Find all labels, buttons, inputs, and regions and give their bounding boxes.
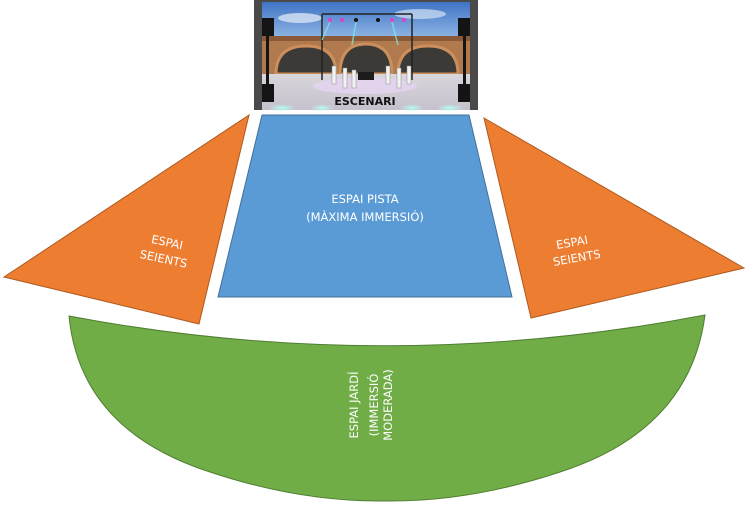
floor-glow bbox=[268, 104, 296, 112]
zone-pista-shape[interactable] bbox=[217, 114, 513, 298]
building-cornice bbox=[262, 36, 470, 41]
lighting-truss bbox=[321, 13, 413, 80]
drum-kit bbox=[358, 72, 374, 80]
zone-jardi-shape[interactable] bbox=[68, 314, 706, 502]
zone-pista[interactable]: ESPAI PISTA (MÀXIMA IMMERSIÓ) bbox=[217, 114, 513, 298]
floor-glow bbox=[436, 104, 464, 112]
speaker-left bbox=[262, 18, 274, 102]
zone-jardi[interactable]: ESPAI JARDÍ (IMMERSIÓ MODERADA) bbox=[68, 314, 706, 502]
zone-seients-left-shape[interactable] bbox=[2, 113, 250, 325]
zone-pista-label-line1: ESPAI PISTA bbox=[331, 192, 398, 206]
zone-pista-label-line2: (MÀXIMA IMMERSIÓ) bbox=[306, 209, 424, 224]
stage-light-pool bbox=[313, 78, 417, 94]
speaker-right bbox=[458, 18, 470, 102]
zone-seients-left[interactable]: ESPAI SEIENTS bbox=[2, 113, 250, 325]
stage-lights bbox=[328, 18, 406, 22]
cloud bbox=[278, 13, 322, 23]
zone-seients-right-shape[interactable] bbox=[483, 116, 746, 319]
cloud bbox=[394, 9, 446, 19]
zone-jardi-label-line2: (IMMERSIÓ bbox=[366, 374, 381, 437]
zone-seients-left-label-line1: ESPAI bbox=[150, 232, 184, 252]
zone-jardi-label-line3: MODERADA) bbox=[381, 369, 395, 441]
zone-seients-right[interactable]: ESPAI SEIENTS bbox=[483, 116, 746, 319]
zone-seients-right-label-line1: ESPAI bbox=[555, 233, 589, 252]
arches bbox=[274, 42, 460, 76]
floor-glow bbox=[310, 104, 334, 112]
floor-glow bbox=[400, 104, 424, 112]
stage[interactable]: ESCENARI bbox=[254, 0, 478, 112]
performers bbox=[331, 65, 412, 89]
light-beams bbox=[321, 21, 399, 46]
stage-label: ESCENARI bbox=[334, 95, 395, 108]
zone-jardi-label-line1: ESPAI JARDÍ bbox=[346, 371, 361, 439]
